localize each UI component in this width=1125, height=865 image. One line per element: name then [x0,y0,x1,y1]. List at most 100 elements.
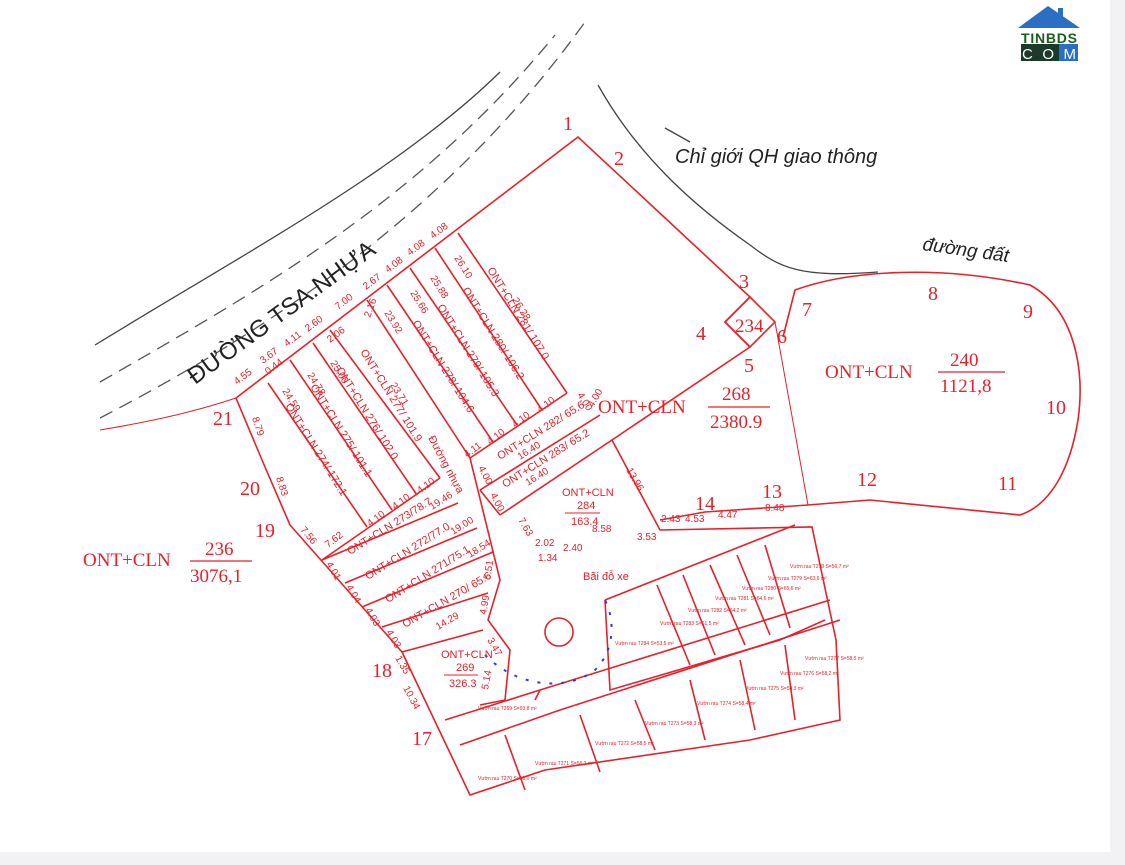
svg-text:Vườn rau T276 S=58,2 m²: Vườn rau T276 S=58,2 m² [780,671,839,677]
svg-text:2.02: 2.02 [535,538,555,549]
svg-text:4.11: 4.11 [462,440,484,460]
svg-text:7.63: 7.63 [515,516,534,539]
parcel-236-label: ONT+CLN 236 3076,1 [83,539,252,587]
svg-text:10: 10 [1046,397,1066,419]
svg-text:Vườn rau T279 S=63,6 m²: Vườn rau T279 S=63,6 m² [768,576,827,582]
svg-text:ONT+CLN 278/ 104.6: ONT+CLN 278/ 104.6 [409,318,476,415]
svg-text:4.04: 4.04 [343,583,362,606]
garden-lots [444,524,841,791]
svg-text:3.53: 3.53 [637,532,657,543]
svg-text:8: 8 [928,283,938,305]
svg-text:8.83: 8.83 [273,476,290,498]
svg-text:Vườn rau T278 S=56,7 m²: Vườn rau T278 S=56,7 m² [790,564,849,570]
svg-text:ONT+CLN: ONT+CLN [562,487,614,499]
svg-text:ONT+CLN 283/ 65.2: ONT+CLN 283/ 65.2 [500,427,592,490]
road-edge-dashed [99,21,586,419]
leader-line [664,127,691,143]
svg-text:20: 20 [240,478,260,500]
svg-text:ONT+CLN: ONT+CLN [441,649,493,661]
svg-text:163.4: 163.4 [571,516,599,528]
svg-text:ONT+CLN: ONT+CLN [598,397,686,418]
svg-text:4.47: 4.47 [718,510,738,521]
svg-text:ONT+CLN: ONT+CLN [83,550,171,571]
svg-text:ONT+CLN: ONT+CLN [825,362,913,383]
svg-text:ONT+CLN 279/ 105.3: ONT+CLN 279/ 105.3 [434,302,501,399]
svg-text:Vườn rau T284 S=53,5 m²: Vườn rau T284 S=53,5 m² [615,641,674,647]
svg-text:9: 9 [1023,301,1033,323]
traffic-boundary-label: Chỉ giới QH giao thông [675,146,877,168]
svg-text:4.10: 4.10 [415,476,438,497]
parcel-269-label: ONT+CLN 269 326.3 [441,649,493,690]
svg-text:6: 6 [777,326,787,348]
svg-text:5.14: 5.14 [480,669,494,691]
column-lots [267,232,613,706]
svg-text:269: 269 [456,662,474,674]
parcel-240-label: ONT+CLN 240 1121,8 [825,350,1005,397]
svg-text:7.62: 7.62 [323,530,346,551]
parcel-268-label: ONT+CLN 268 2380.9 [598,384,770,433]
parking-label: Bãi đỗ xe [583,570,629,583]
svg-text:2.40: 2.40 [563,543,583,554]
parcel-284-label: ONT+CLN 284 163.4 [562,487,614,528]
svg-text:11: 11 [998,473,1017,495]
svg-text:4.99: 4.99 [478,594,492,616]
svg-text:13: 13 [762,481,782,503]
svg-text:18: 18 [372,660,392,682]
road-edge-outer [94,71,501,346]
svg-text:4.08: 4.08 [383,255,406,276]
boundary-point-labels: 1 2 3 4 5 6 7 8 9 10 11 12 13 14 17 18 1… [213,113,1066,750]
road-edge-red [99,397,237,431]
svg-text:Vườn rau T269 S=93,8 m²: Vườn rau T269 S=93,8 m² [478,706,537,712]
tinbds-logo: TINBDS COM [1018,6,1080,63]
svg-text:4.08: 4.08 [428,221,451,242]
svg-text:236: 236 [205,539,234,560]
svg-text:Vườn rau T271 S=56,2 m²: Vườn rau T271 S=56,2 m² [535,761,594,767]
svg-text:Vườn rau T280 S=65,6 m²: Vườn rau T280 S=65,6 m² [742,586,801,592]
svg-text:284: 284 [577,500,595,512]
svg-text:Vườn rau T272 S=58,5 m²: Vườn rau T272 S=58,5 m² [595,741,654,747]
svg-text:5.51: 5.51 [482,559,496,581]
svg-text:8.58: 8.58 [592,524,612,535]
svg-text:12: 12 [857,469,877,491]
svg-text:19: 19 [255,520,275,542]
svg-text:Vườn rau T283 S=61,5 m²: Vườn rau T283 S=61,5 m² [660,621,719,627]
svg-text:268: 268 [722,384,751,405]
svg-text:14.29: 14.29 [434,610,462,632]
svg-text:2.67: 2.67 [361,272,384,293]
parcel-234 [723,295,777,349]
svg-text:7: 7 [802,299,812,321]
svg-text:5: 5 [744,355,754,377]
svg-text:TINBDS: TINBDS [1021,30,1077,46]
svg-text:17: 17 [412,728,432,750]
svg-text:1121,8: 1121,8 [940,376,992,397]
svg-text:1.35: 1.35 [392,654,411,677]
parcel-240-west-edge [774,321,809,506]
svg-text:4.10: 4.10 [510,410,533,431]
svg-text:25.88: 25.88 [427,274,450,301]
svg-text:Vườn rau T281 S=64,6 m²: Vườn rau T281 S=64,6 m² [715,596,774,602]
svg-text:4.10: 4.10 [535,395,558,416]
svg-text:14: 14 [695,493,715,515]
svg-text:2: 2 [614,148,624,170]
svg-text:2380.9: 2380.9 [710,412,762,433]
svg-text:1: 1 [563,113,573,135]
svg-text:4.01: 4.01 [323,560,342,583]
traffic-boundary-line [597,84,879,275]
svg-text:4.10: 4.10 [485,427,508,448]
svg-text:4: 4 [696,323,706,345]
dirt-road-label: đường đất [921,234,1011,267]
svg-text:3: 3 [739,271,749,293]
garden-lot-labels: Vườn rau T269 S=93,8 m² Vườn rau T270 S=… [478,564,864,782]
svg-text:4.11: 4.11 [282,329,304,349]
svg-text:326.3: 326.3 [449,678,477,690]
svg-text:Vườn rau T274 S=58,4 m²: Vườn rau T274 S=58,4 m² [697,701,756,707]
east-road-edge [659,504,809,521]
svg-text:21: 21 [213,408,233,430]
svg-text:Vườn rau T270 S=56,0 m²: Vườn rau T270 S=56,0 m² [478,776,537,782]
svg-text:2.43: 2.43 [661,514,681,525]
svg-text:ONT+CLN 277/ 101.9: ONT+CLN 277/ 101.9 [357,347,424,444]
svg-text:4.55: 4.55 [232,367,255,388]
svg-text:240: 240 [950,350,979,371]
